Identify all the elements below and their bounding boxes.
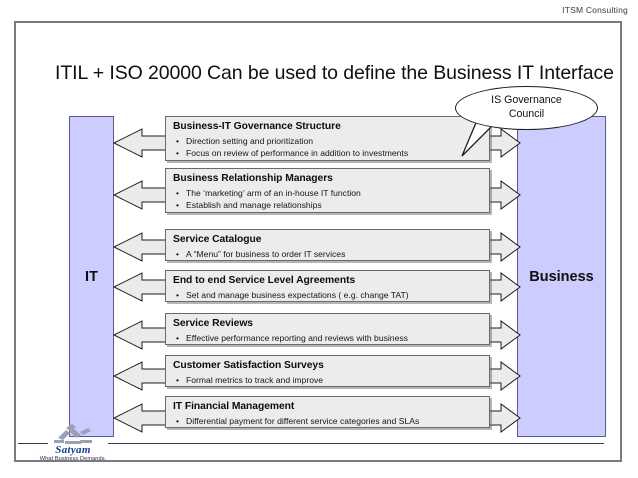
bullet-item: Establish and manage relationships [173, 199, 482, 212]
satyam-tagline: What Business Demands. [39, 456, 107, 462]
bullet-item: Effective performance reporting and revi… [173, 331, 482, 344]
content-box: Service Reviews Effective performance re… [165, 313, 490, 345]
content-box-bullets: A “Menu” for business to order IT servic… [173, 247, 482, 260]
bullet-item: Direction setting and prioritization [173, 134, 482, 147]
content-box-heading: Business Relationship Managers [173, 173, 333, 184]
content-box: IT Financial Management Differential pay… [165, 396, 490, 428]
bullet-item: Focus on review of performance in additi… [173, 147, 482, 160]
callout-is-governance-council: IS Governance Council [455, 86, 598, 130]
content-box: Business-IT Governance Structure Directi… [165, 116, 490, 161]
content-box: Service Catalogue A “Menu” for business … [165, 229, 490, 261]
callout-line-2: Council [508, 108, 545, 120]
content-box-bullets: Direction setting and prioritization Foc… [173, 134, 482, 160]
content-box-heading: Customer Satisfaction Surveys [173, 360, 324, 371]
content-box: Customer Satisfaction Surveys Formal met… [165, 355, 490, 387]
satyam-mark-icon [54, 424, 92, 444]
callout-line-1: IS Governance [491, 94, 562, 106]
satyam-wordmark: Satyam [55, 444, 91, 456]
slide-frame [14, 21, 622, 462]
bullet-item: A “Menu” for business to order IT servic… [173, 247, 482, 260]
pillar-it-label: IT [85, 268, 98, 285]
bullet-item: Formal metrics to track and improve [173, 373, 482, 386]
content-box: Business Relationship Managers The ‘mark… [165, 168, 490, 213]
bullet-item: The ‘marketing’ arm of an in-house IT fu… [173, 186, 482, 199]
pillar-it: IT [69, 116, 114, 437]
bullet-item: Set and manage business expectations ( e… [173, 288, 482, 301]
bullet-item: Differential payment for different servi… [173, 414, 482, 427]
content-box-bullets: Effective performance reporting and revi… [173, 331, 482, 344]
header-label: ITSM Consulting [562, 5, 628, 15]
content-box-heading: Business-IT Governance Structure [173, 121, 341, 132]
content-box-heading: End to end Service Level Agreements [173, 275, 356, 286]
page-title: ITIL + ISO 20000 Can be used to define t… [55, 62, 614, 84]
pillar-business: Business [517, 116, 606, 437]
footer-rule-right [108, 443, 604, 444]
content-box-bullets: Formal metrics to track and improve [173, 373, 482, 386]
pillar-business-label: Business [529, 268, 594, 285]
content-box-heading: IT Financial Management [173, 401, 295, 412]
callout-text: IS Governance Council [455, 93, 598, 121]
satyam-logo: Satyam What Business Demands. [36, 424, 110, 472]
content-box-bullets: Differential payment for different servi… [173, 414, 482, 427]
content-box-heading: Service Catalogue [173, 234, 262, 245]
content-box: End to end Service Level Agreements Set … [165, 270, 490, 302]
content-box-bullets: Set and manage business expectations ( e… [173, 288, 482, 301]
footer-rule-left [18, 443, 48, 444]
content-box-bullets: The ‘marketing’ arm of an in-house IT fu… [173, 186, 482, 212]
callout-ellipse [455, 86, 598, 130]
content-box-heading: Service Reviews [173, 318, 253, 329]
